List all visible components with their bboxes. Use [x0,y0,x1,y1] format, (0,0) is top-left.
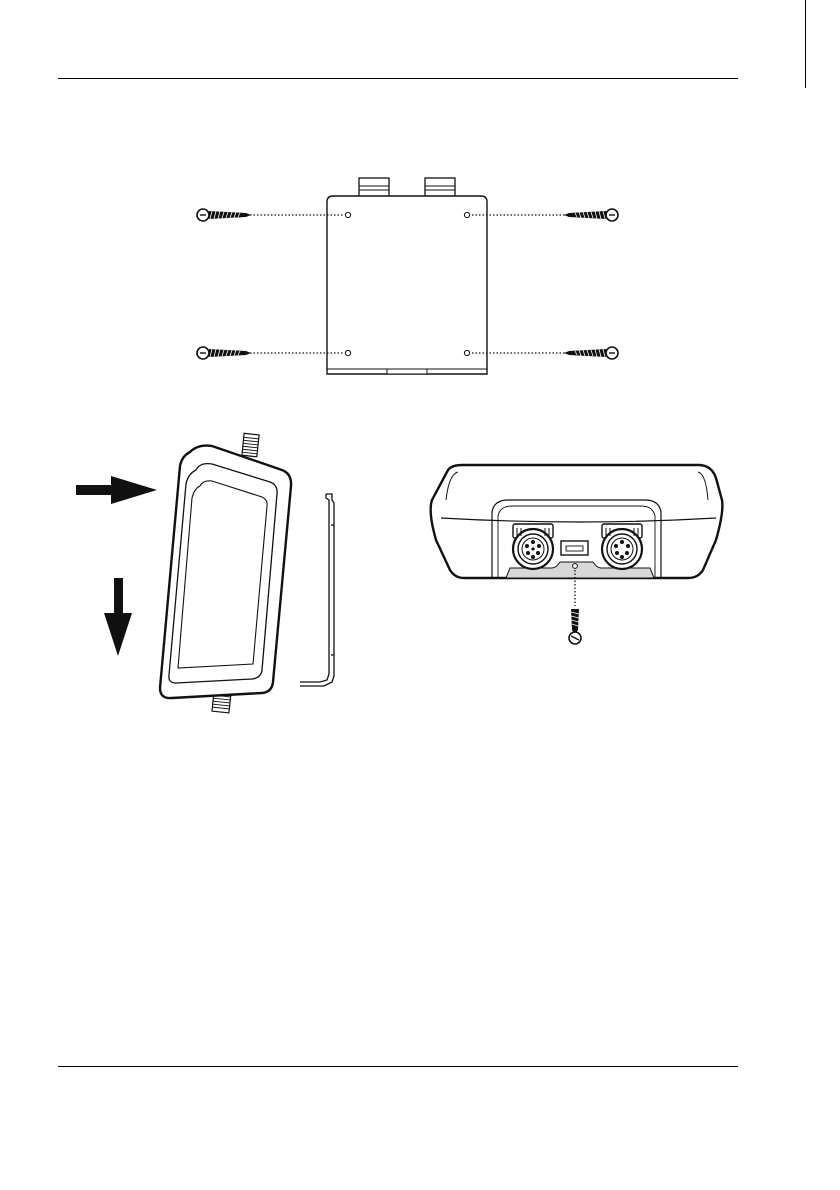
locking-screw-icon [569,609,581,644]
connector-left-icon [513,524,553,569]
device-housing-bottom-view [431,465,723,578]
footer-rule [58,1066,738,1067]
underside-screw-diagram [0,0,840,760]
connector-right-icon [602,524,642,569]
